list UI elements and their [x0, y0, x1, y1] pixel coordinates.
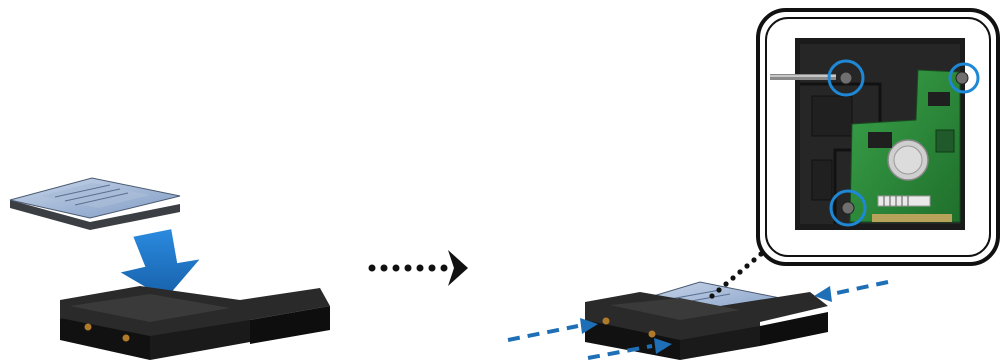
drive-bracket-right	[585, 282, 828, 360]
hard-drive-left	[10, 178, 180, 230]
insert-arrow-right	[814, 282, 888, 302]
screw-hole	[649, 331, 656, 338]
screw-hole	[123, 335, 130, 342]
screw-hole	[85, 324, 92, 331]
insert-arrow-left-top	[508, 318, 598, 340]
drive-bracket-left	[60, 286, 330, 360]
right-arrow-icon	[369, 250, 469, 286]
screw-hole	[603, 318, 610, 325]
callout-detail	[758, 10, 998, 264]
screwdriver-icon	[770, 74, 836, 80]
